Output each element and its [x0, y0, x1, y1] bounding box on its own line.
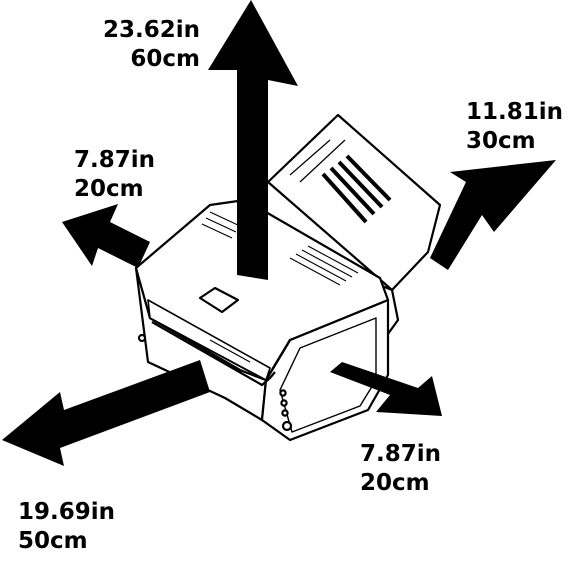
cover-release-button	[198, 286, 240, 314]
cover-vents	[201, 211, 359, 286]
top-clearance-centimeters: 60cm	[130, 46, 200, 72]
arrow-front	[2, 360, 210, 466]
right-clearance-inches: 7.87in	[360, 441, 442, 467]
left-clearance-inches: 7.87in	[74, 147, 156, 173]
arrow-right	[330, 362, 442, 416]
power-button	[281, 420, 293, 432]
paper-support-slots	[321, 154, 392, 224]
front-paper-slot	[147, 299, 271, 381]
clearance-label-left: 7.87in 20cm	[74, 146, 155, 204]
arrow-top	[208, 0, 298, 280]
right-clearance-centimeters: 20cm	[360, 470, 430, 496]
clearance-label-right: 7.87in 20cm	[360, 440, 441, 498]
clearance-label-top: 23.62in 60cm	[92, 16, 200, 74]
indicator-light	[280, 399, 288, 407]
clearance-label-front: 19.69in 50cm	[18, 498, 115, 556]
indicator-light	[281, 409, 289, 417]
left-clearance-centimeters: 20cm	[74, 176, 144, 202]
top-clearance-inches: 23.62in	[102, 17, 200, 43]
front-clearance-centimeters: 50cm	[18, 528, 88, 554]
clearance-arrows	[2, 0, 556, 466]
rear-clearance-inches: 11.81in	[466, 99, 564, 125]
indicator-light	[279, 389, 287, 397]
output-tray	[151, 321, 276, 387]
clearance-label-rear: 11.81in 30cm	[466, 98, 563, 156]
printer-illustration	[134, 113, 442, 442]
front-clearance-inches: 19.69in	[18, 499, 116, 525]
arrow-left	[62, 204, 150, 268]
arrow-rear	[430, 160, 556, 270]
paper-support	[266, 113, 442, 292]
rear-clearance-centimeters: 30cm	[466, 128, 536, 154]
